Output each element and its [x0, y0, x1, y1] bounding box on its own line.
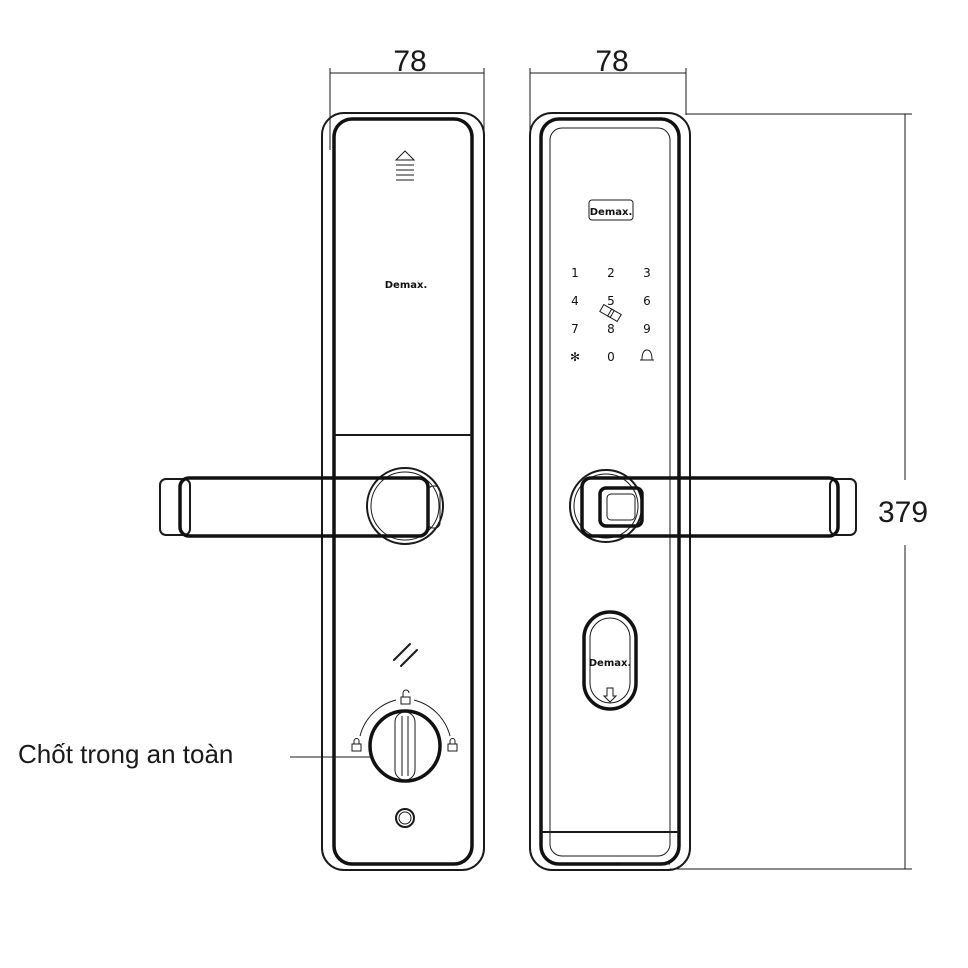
key-7[interactable]: 7 — [571, 322, 579, 336]
front-panel: Demax. — [159, 112, 485, 871]
keypad[interactable]: 1 2 3 4 5 6 7 8 9 ✻ 0 — [570, 266, 654, 364]
lock-icon-right — [447, 738, 458, 752]
dimension-front-width: 78 — [329, 45, 485, 150]
bell-icon[interactable] — [640, 349, 654, 361]
key-1[interactable]: 1 — [571, 266, 579, 280]
back-panel: Demax. 1 2 3 4 5 6 7 8 9 ✻ 0 — [529, 112, 857, 871]
key-star[interactable]: ✻ — [570, 350, 580, 364]
key-2[interactable]: 2 — [607, 266, 615, 280]
brand-badge — [588, 199, 634, 221]
card-reader-icon — [599, 303, 622, 323]
dimension-back-width: 78 — [529, 45, 687, 150]
brand-logo-front: Demax. — [385, 280, 428, 291]
key-4[interactable]: 4 — [571, 294, 579, 308]
safety-thumb-turn[interactable] — [351, 689, 458, 783]
height-label: 379 — [878, 496, 928, 529]
safety-latch-callout: Chốt trong an toàn — [18, 739, 372, 769]
key-9[interactable]: 9 — [643, 322, 651, 336]
eject-icon — [394, 150, 416, 181]
back-width-label: 78 — [595, 45, 628, 78]
safety-latch-label: Chốt trong an toàn — [18, 739, 233, 769]
front-handle[interactable] — [159, 476, 441, 538]
front-width-label: 78 — [393, 45, 426, 78]
fingerprint-sensor-icon[interactable] — [598, 486, 644, 528]
key-0[interactable]: 0 — [607, 350, 615, 364]
brand-logo-back: Demax. — [590, 207, 633, 218]
key-8[interactable]: 8 — [607, 322, 615, 336]
speaker-grille-icon — [393, 643, 418, 667]
key-5[interactable]: 5 — [607, 294, 615, 308]
brand-logo-cover: Demax. — [589, 658, 632, 669]
dimension-height: 379 — [670, 113, 928, 870]
back-handle[interactable] — [580, 476, 857, 538]
mechanical-key-cover[interactable]: Demax. — [582, 610, 638, 711]
key-hole — [395, 808, 415, 828]
key-6[interactable]: 6 — [643, 294, 651, 308]
key-slot-arrow-icon — [602, 687, 618, 703]
unlock-icon — [400, 689, 411, 705]
key-3[interactable]: 3 — [643, 266, 651, 280]
handle-rosette — [366, 467, 444, 545]
lock-icon-left — [351, 738, 362, 752]
